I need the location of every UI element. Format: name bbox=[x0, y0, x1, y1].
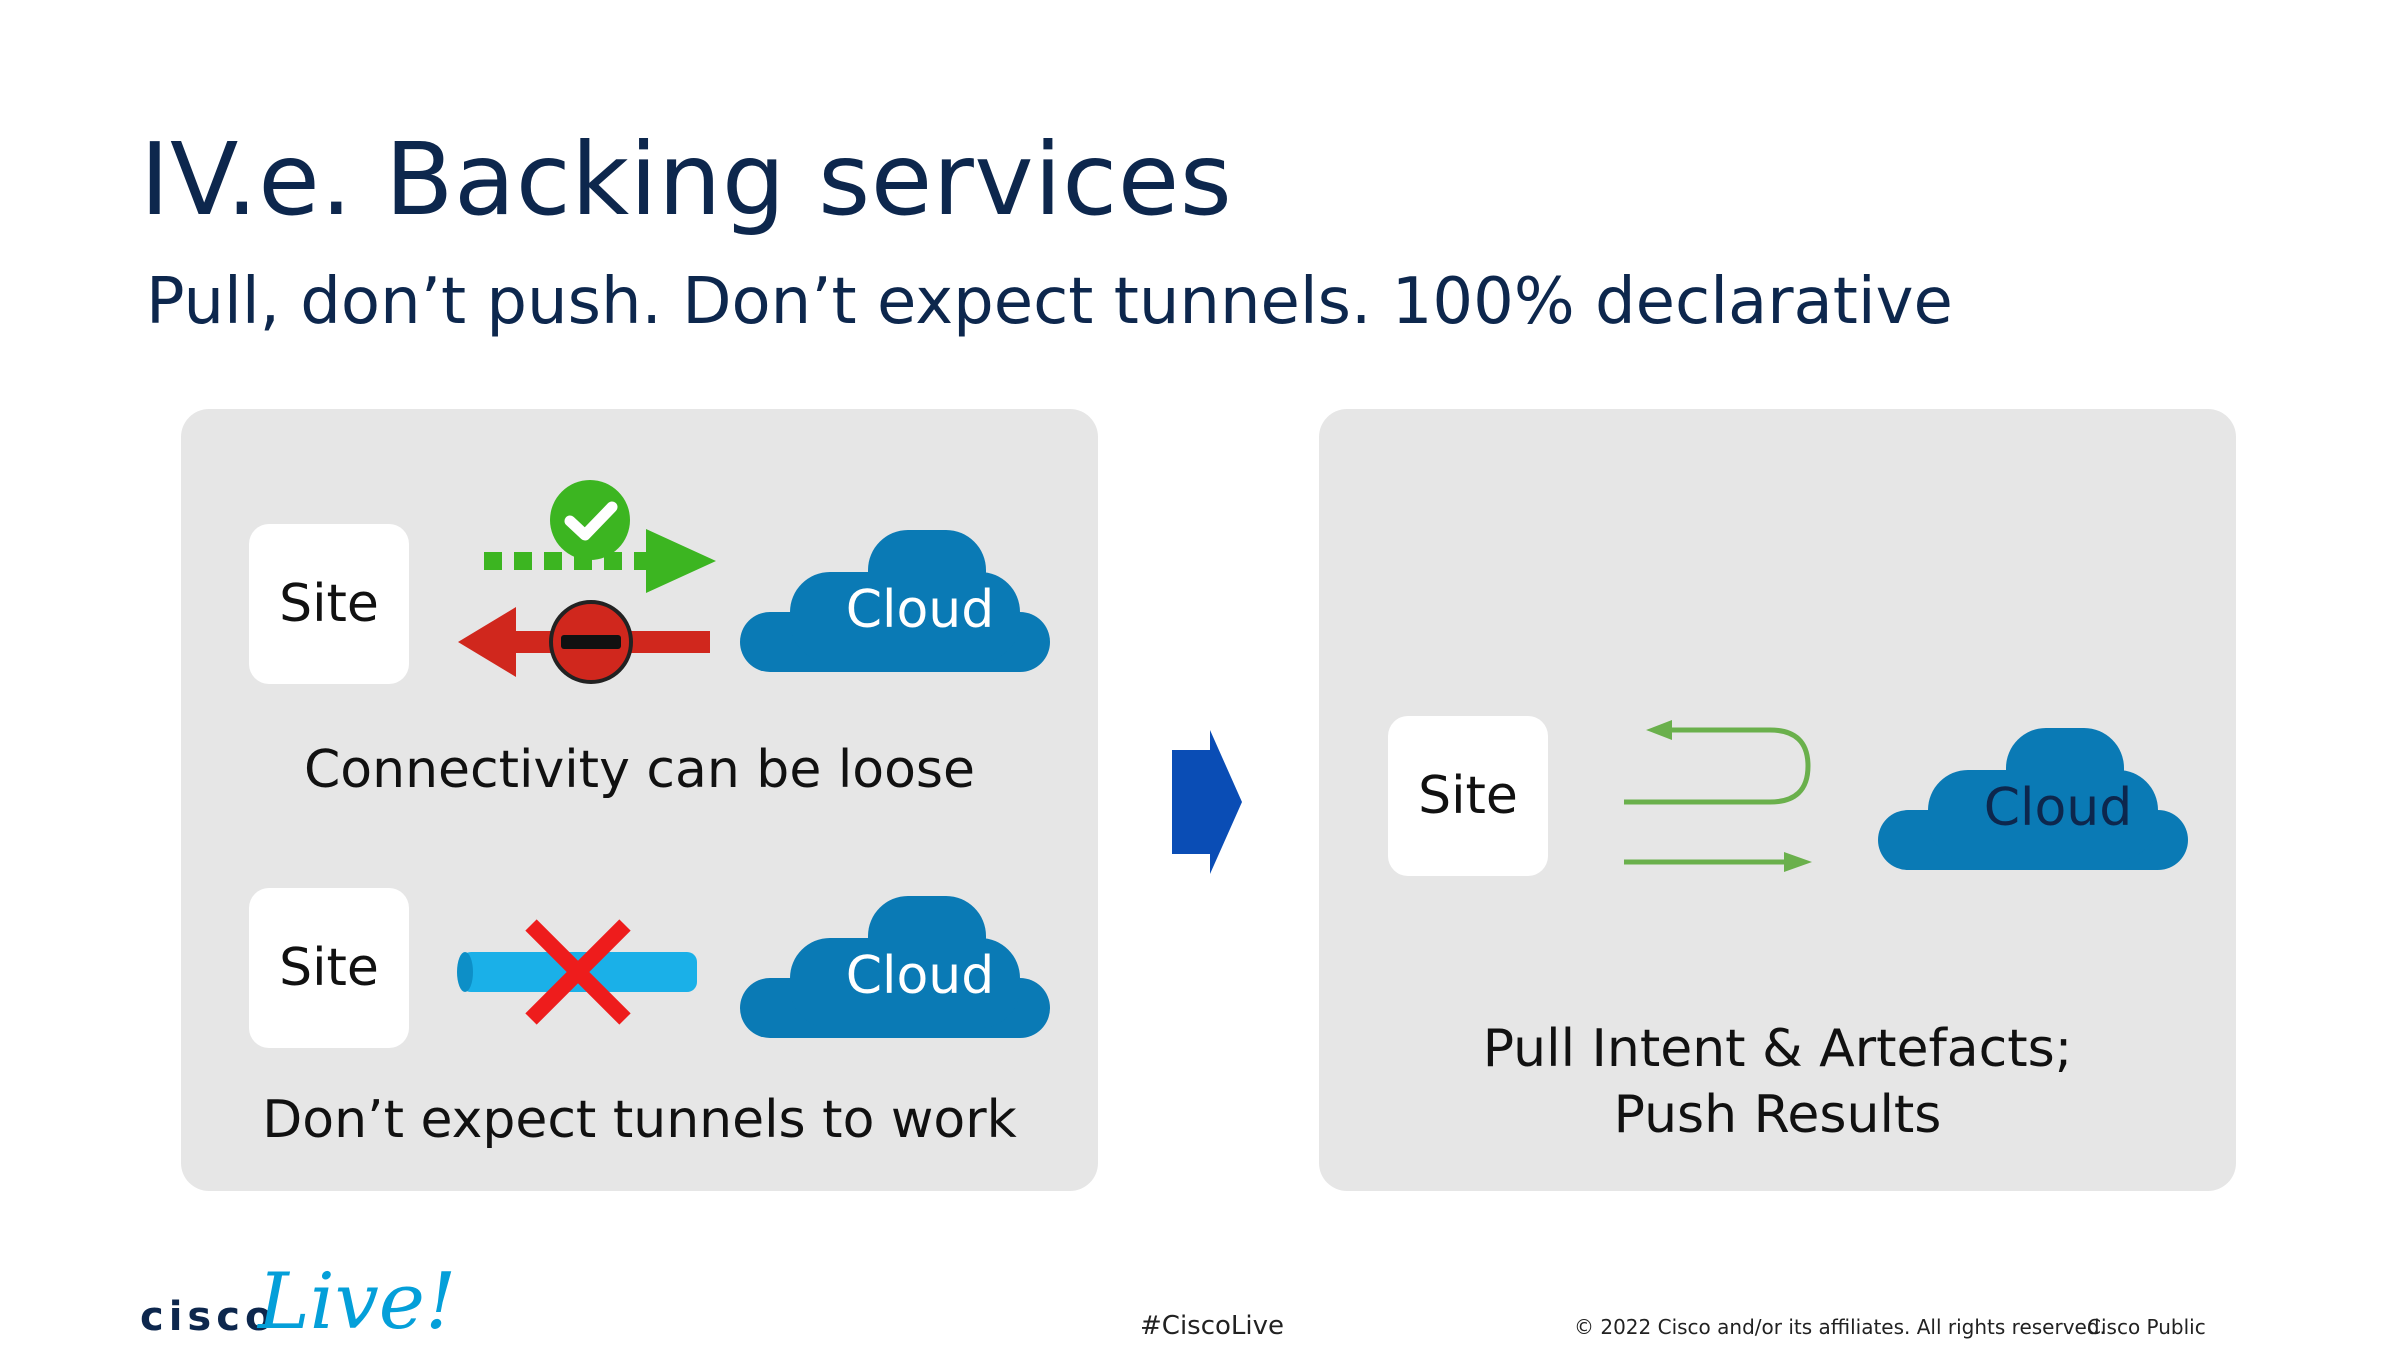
footer-copyright: © 2022 Cisco and/or its affiliates. All … bbox=[1574, 1315, 2106, 1339]
cisco-live-logo: cisco Live! bbox=[140, 1258, 456, 1348]
u-turn-arrow-icon bbox=[1624, 720, 1811, 805]
site-label: Site bbox=[279, 574, 379, 634]
cloud-icon bbox=[740, 530, 1050, 672]
slide-subtitle: Pull, don’t push. Don’t expect tunnels. … bbox=[146, 265, 1953, 339]
site-box-scenario1: Site bbox=[249, 524, 409, 684]
red-x-icon bbox=[525, 919, 631, 1025]
green-check-circle-icon bbox=[550, 480, 630, 560]
connectivity-arrows-diagram bbox=[458, 480, 716, 684]
site-box-right: Site bbox=[1388, 716, 1548, 876]
caption-tunnels: Don’t expect tunnels to work bbox=[262, 1090, 1017, 1150]
caption-connectivity: Connectivity can be loose bbox=[304, 740, 975, 800]
dotted-green-arrow-right-icon bbox=[484, 529, 716, 593]
cloud-right: Cloud bbox=[1878, 728, 2188, 873]
site-label: Site bbox=[1418, 766, 1518, 826]
cloud-label: Cloud bbox=[845, 580, 995, 640]
red-no-entry-icon bbox=[549, 600, 633, 684]
logo-wordmark: cisco bbox=[140, 1294, 278, 1340]
cloud-icon bbox=[740, 896, 1050, 1038]
logo-script: Live! bbox=[258, 1257, 457, 1347]
cloud-icon bbox=[1878, 728, 2188, 870]
footer-hashtag: #CiscoLive bbox=[1140, 1311, 1285, 1341]
pull-push-arrows-diagram bbox=[1624, 720, 1812, 872]
cloud-scenario1: Cloud bbox=[740, 530, 1050, 675]
site-label: Site bbox=[279, 938, 379, 998]
tunnel-diagram bbox=[457, 919, 697, 1025]
footer-classification: Cisco Public bbox=[2087, 1315, 2206, 1339]
slide-title: IV.e. Backing services bbox=[140, 121, 1233, 238]
cloud-label: Cloud bbox=[1983, 778, 2133, 838]
straight-arrow-right-icon bbox=[1624, 852, 1812, 872]
caption-line-2: Push Results bbox=[1613, 1085, 1942, 1145]
cloud-scenario2: Cloud bbox=[740, 896, 1050, 1041]
site-box-scenario2: Site bbox=[249, 888, 409, 1048]
blue-chevron-arrow-right-icon bbox=[1172, 730, 1242, 874]
caption-line-1: Pull Intent & Artefacts; bbox=[1482, 1019, 2073, 1079]
caption-pull-push: Pull Intent & Artefacts; Push Results bbox=[1319, 1016, 2236, 1148]
cloud-label: Cloud bbox=[845, 946, 995, 1006]
